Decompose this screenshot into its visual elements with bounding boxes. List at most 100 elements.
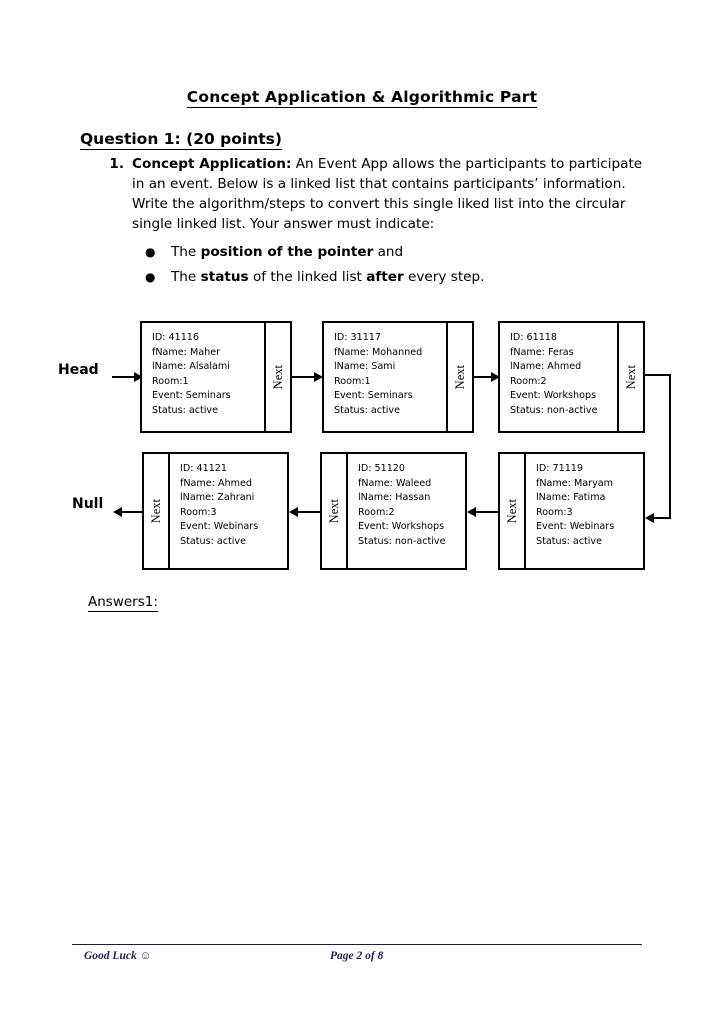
node-6-next-label: Next xyxy=(148,498,163,524)
footer-good-luck: Good Luck ☺ xyxy=(84,950,152,962)
node-5-fname: fName: Waleed xyxy=(358,477,432,489)
node-3-event: Event: Workshops xyxy=(510,390,597,402)
null-label: Null xyxy=(72,496,104,512)
answers-label: Answers1: xyxy=(88,594,158,612)
arrow-2-3-line xyxy=(474,376,495,378)
bullet-2-bold2: after xyxy=(366,268,404,285)
null-arrow-line xyxy=(122,511,142,513)
node-1-id: ID: 41116 xyxy=(152,332,200,343)
node-4-id: ID: 71119 xyxy=(536,463,584,474)
wrap-wire-vertical xyxy=(669,374,671,519)
node-4-fname: fName: Maryam xyxy=(536,477,613,489)
arrow-4-5-head-icon xyxy=(467,507,476,517)
wrap-wire-arrow-head-icon xyxy=(645,513,654,523)
node-2-id: ID: 31117 xyxy=(334,332,382,343)
node-3-status: Status: non-active xyxy=(510,404,598,416)
arrow-1-2-head-icon xyxy=(314,372,323,382)
node-2-next-label: Next xyxy=(452,364,467,390)
node-2-fname: fName: Mohanned xyxy=(334,346,423,358)
null-arrow-head-icon xyxy=(113,507,122,517)
node-4-room: Room:3 xyxy=(536,506,573,518)
node-2-lname: lName: Sami xyxy=(334,361,396,373)
bullet-2-post: every step. xyxy=(403,268,485,285)
arrow-2-3-head-icon xyxy=(491,372,500,382)
node-1-next-cell: Next xyxy=(264,323,290,431)
question-heading-text: Question 1: (20 points) xyxy=(80,130,282,150)
node-3-fname: fName: Feras xyxy=(510,346,574,358)
question-number: 1. xyxy=(109,156,124,172)
node-5-id: ID: 51120 xyxy=(358,463,406,474)
arrow-4-5-line xyxy=(476,511,498,513)
arrow-1-2-line xyxy=(292,376,316,378)
bullet-1-post: and xyxy=(373,243,404,260)
node-1-room: Room:1 xyxy=(152,375,189,387)
bullet-item-2: ● The status of the linked list after ev… xyxy=(145,268,645,288)
wrap-wire-top xyxy=(645,374,671,376)
question-body: 1. Concept Application: An Event App all… xyxy=(100,155,645,293)
list-node-4: Next ID: 71119 fName: Maryam lName: Fati… xyxy=(498,452,645,570)
node-2-event: Event: Seminars xyxy=(334,390,413,402)
bullet-2-bold: status xyxy=(200,268,249,285)
node-2-status: Status: active xyxy=(334,404,401,416)
question-text: Concept Application: An Event App allows… xyxy=(132,155,645,235)
footer-divider xyxy=(72,944,642,946)
question-body-text: An Event App allows the participants to … xyxy=(132,156,643,232)
bullet-marker-icon: ● xyxy=(145,244,156,259)
wrap-wire-bottom xyxy=(654,517,671,519)
list-node-1: ID: 41116 fName: Maher lName: Alsalami R… xyxy=(140,321,292,433)
node-1-event: Event: Seminars xyxy=(152,390,231,402)
node-2-next-cell: Next xyxy=(446,323,472,431)
node-5-status: Status: non-active xyxy=(358,535,446,547)
list-node-2: ID: 31117 fName: Mohanned lName: Sami Ro… xyxy=(322,321,474,433)
node-3-id: ID: 61118 xyxy=(510,332,558,343)
node-2-fields: ID: 31117 fName: Mohanned lName: Sami Ro… xyxy=(324,323,446,431)
node-4-status: Status: active xyxy=(536,535,603,547)
node-1-status: Status: active xyxy=(152,404,219,416)
question-heading: Question 1: (20 points) xyxy=(80,130,282,150)
node-6-id: ID: 41121 xyxy=(180,463,228,474)
answers-label-text: Answers1: xyxy=(88,594,158,612)
node-5-next-cell: Next xyxy=(322,454,348,568)
node-6-next-cell: Next xyxy=(144,454,170,568)
bullet-2-pre: The xyxy=(171,268,201,285)
node-4-next-label: Next xyxy=(504,498,519,524)
node-3-room: Room:2 xyxy=(510,375,547,387)
node-6-fname: fName: Ahmed xyxy=(180,477,252,489)
list-node-3: ID: 61118 fName: Feras lName: Ahmed Room… xyxy=(498,321,645,433)
node-3-next-cell: Next xyxy=(617,323,643,431)
node-5-next-label: Next xyxy=(326,498,341,524)
node-6-room: Room:3 xyxy=(180,506,217,518)
node-1-lname: lName: Alsalami xyxy=(152,361,230,373)
question-label: Concept Application: xyxy=(132,156,292,172)
node-4-lname: lName: Fatima xyxy=(536,492,606,504)
page-footer: Good Luck ☺ Page 2 of 8 xyxy=(72,950,642,970)
question-item-1: 1. Concept Application: An Event App all… xyxy=(100,155,645,235)
node-3-next-label: Next xyxy=(623,364,638,390)
bullet-marker-icon: ● xyxy=(145,269,156,284)
node-3-fields: ID: 61118 fName: Feras lName: Ahmed Room… xyxy=(500,323,617,431)
node-5-fields: ID: 51120 fName: Waleed lName: Hassan Ro… xyxy=(348,454,465,568)
node-6-fields: ID: 41121 fName: Ahmed lName: Zahrani Ro… xyxy=(170,454,287,568)
node-5-event: Event: Workshops xyxy=(358,521,445,533)
list-node-5: Next ID: 51120 fName: Waleed lName: Hass… xyxy=(320,452,467,570)
node-1-next-label: Next xyxy=(270,364,285,390)
arrow-5-6-line xyxy=(298,511,320,513)
page-title: Concept Application & Algorithmic Part xyxy=(0,88,724,108)
node-6-status: Status: active xyxy=(180,535,247,547)
footer-page-number: Page 2 of 8 xyxy=(330,950,384,962)
node-4-fields: ID: 71119 fName: Maryam lName: Fatima Ro… xyxy=(526,454,643,568)
bullet-2-mid: of the linked list xyxy=(248,268,367,285)
node-6-event: Event: Webinars xyxy=(180,521,259,533)
node-5-room: Room:2 xyxy=(358,506,395,518)
node-6-lname: lName: Zahrani xyxy=(180,492,255,504)
bullet-1-bold: position of the pointer xyxy=(200,243,374,260)
bullet-1-pre: The xyxy=(171,243,201,260)
head-arrow-line xyxy=(112,376,136,378)
node-4-next-cell: Next xyxy=(500,454,526,568)
node-1-fields: ID: 41116 fName: Maher lName: Alsalami R… xyxy=(142,323,264,431)
page-title-text: Concept Application & Algorithmic Part xyxy=(186,88,538,108)
node-1-fname: fName: Maher xyxy=(152,346,221,358)
arrow-5-6-head-icon xyxy=(289,507,298,517)
head-arrow-head-icon xyxy=(134,372,143,382)
node-5-lname: lName: Hassan xyxy=(358,492,431,504)
